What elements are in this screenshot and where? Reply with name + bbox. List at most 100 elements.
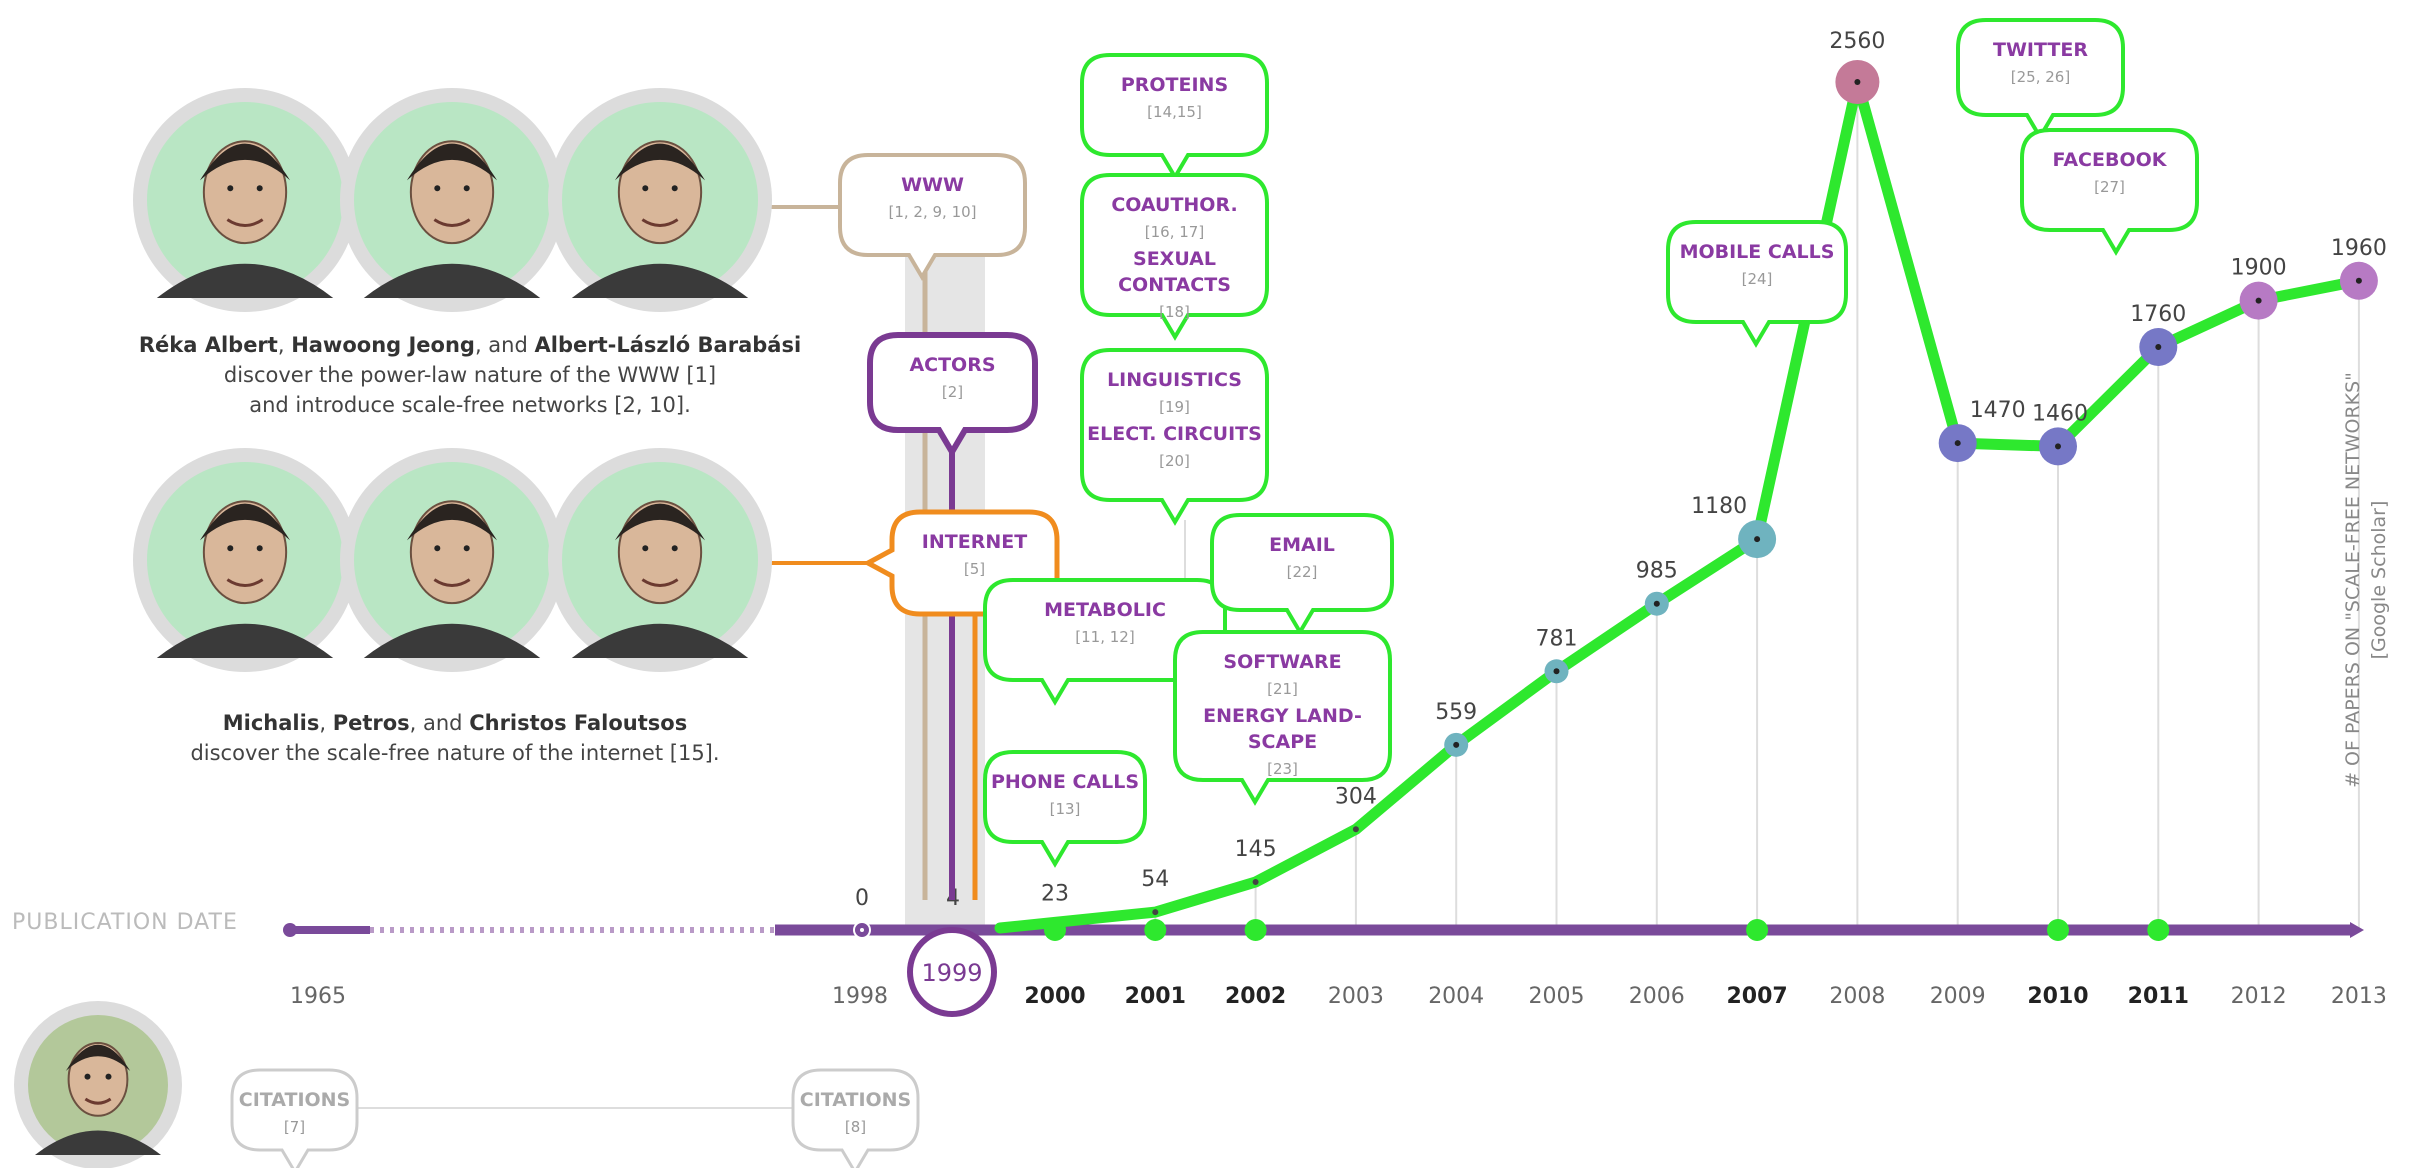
portrait-michalis-faloutsos-eye-r <box>256 545 263 552</box>
portrait-1965-author-mouth <box>84 1097 112 1105</box>
y-axis-label-line2: [Google Scholar] <box>2368 500 2390 660</box>
callout-software-text-1: [21] <box>1267 680 1298 698</box>
data-point-2003 <box>1352 826 1359 833</box>
data-point-center-2010 <box>2055 443 2061 450</box>
callout-shape-proteins <box>1080 53 1269 181</box>
callout-citations-1965-text-0: CITATIONS <box>239 1089 351 1111</box>
year-label-2003: 2003 <box>1328 984 1384 1009</box>
portrait-reka-albert-mouth <box>226 218 264 227</box>
callout-linguistics-text-0: LINGUISTICS <box>1107 369 1242 391</box>
portrait-michalis-faloutsos <box>133 448 357 672</box>
internet-caption-line2: discover the scale-free nature of the in… <box>190 741 720 765</box>
value-label-2013: 1960 <box>2331 236 2387 261</box>
value-label-2005: 781 <box>1536 626 1578 651</box>
callout-software-text-0: SOFTWARE <box>1223 651 1341 673</box>
axis-dot-2002 <box>1244 919 1267 941</box>
portrait-1965-author-eye-l <box>84 1073 91 1080</box>
portrait-reka-albert <box>133 88 357 312</box>
callout-shape-email <box>1210 513 1394 636</box>
point-1998-center <box>860 928 864 932</box>
value-label-1998: 0 <box>855 886 869 911</box>
callout-software-text-4: [23] <box>1267 760 1298 778</box>
portrait-hawoong-jeong-eye-r <box>463 185 470 192</box>
callout-shape-software <box>1173 630 1392 806</box>
callout-twitter: TWITTER [25, 26] <box>1956 18 2125 141</box>
callout-linguistics: LINGUISTICS[19]ELECT. CIRCUITS[20] <box>1080 348 1269 526</box>
callout-citations-1965-text-1: [7] <box>284 1118 305 1136</box>
portrait-michalis-faloutsos-eye-l <box>227 545 234 552</box>
portrait-michalis-faloutsos-shoulders <box>156 623 334 658</box>
x-axis-label: PUBLICATION DATE <box>12 910 238 935</box>
year-1999-label: 1999 <box>921 959 982 987</box>
portrait-albert-laszlo-barabasi-shoulders <box>571 263 749 298</box>
portrait-albert-laszlo-barabasi-face <box>617 140 703 245</box>
portrait-hawoong-jeong-mouth <box>433 218 471 227</box>
portrait-reka-albert-shoulders <box>156 263 334 298</box>
axis-dot-2010 <box>2047 919 2069 941</box>
value-label-2009: 1470 <box>1970 398 2026 423</box>
callout-facebook-text-1: [27] <box>2094 178 2125 196</box>
data-point-center-2006 <box>1653 600 1660 607</box>
callout-phone-calls: PHONE CALLS[13] <box>983 750 1147 868</box>
portrait-1965-author-shoulders <box>35 1130 161 1155</box>
value-label-2006: 985 <box>1636 559 1678 584</box>
portrait-petros-faloutsos-shoulders <box>363 623 541 658</box>
portrait-michalis-faloutsos-face <box>202 500 288 605</box>
callout-citations-1998-text-1: [8] <box>845 1118 866 1136</box>
value-label-2010: 1460 <box>2032 401 2088 426</box>
portrait-christos-faloutsos-eye-l <box>642 545 649 552</box>
callout-linguistics-text-1: [19] <box>1159 398 1190 416</box>
callout-metabolic-text-1: [11, 12] <box>1075 628 1134 646</box>
callout-linguistics-text-2: ELECT. CIRCUITS <box>1087 423 1262 445</box>
portrait-hawoong-jeong <box>340 88 564 312</box>
portrait-hawoong-jeong-shoulders <box>363 263 541 298</box>
callout-mobile-calls-text-0: MOBILE CALLS <box>1680 241 1835 263</box>
axis-dot-2007 <box>1746 919 1769 941</box>
callout-software-text-2: ENERGY LAND- <box>1203 705 1362 727</box>
portrait-reka-albert-hair <box>199 143 291 181</box>
value-label-2000: 23 <box>1041 881 1069 906</box>
portrait-christos-faloutsos-shoulders <box>571 623 749 658</box>
portrait-petros-faloutsos-face <box>409 500 495 605</box>
value-label-2007: 1180 <box>1691 494 1747 519</box>
portrait-1965-author-face <box>67 1042 129 1117</box>
point-1965 <box>283 923 297 937</box>
year-label-2002: 2002 <box>1225 984 1286 1009</box>
year-label-2010: 2010 <box>2027 984 2088 1009</box>
callout-shape-mobile-calls <box>1666 220 1848 348</box>
portrait-christos-faloutsos-eye-r <box>671 545 678 552</box>
portrait-albert-laszlo-barabasi-eye-l <box>642 185 649 192</box>
year-label-2011: 2011 <box>2128 984 2189 1009</box>
callout-email-text-0: EMAIL <box>1269 534 1335 556</box>
callout-shape-twitter <box>1956 18 2125 141</box>
callout-shape-coauthor <box>1080 173 1269 341</box>
callout-www-text-0: WWW <box>901 174 964 196</box>
callout-software: SOFTWARE[21]ENERGY LAND-SCAPE[23] <box>1173 630 1392 806</box>
callout-citations-1998-text-0: CITATIONS <box>800 1089 912 1111</box>
year-label-2013: 2013 <box>2331 984 2387 1009</box>
data-point-2001 <box>1152 909 1159 916</box>
portrait-albert-laszlo-barabasi-hair <box>614 143 706 181</box>
callout-proteins-text-0: PROTEINS <box>1121 74 1228 96</box>
value-label-2012: 1900 <box>2231 256 2287 281</box>
www-caption-line1: Réka Albert, Hawoong Jeong, and Albert-L… <box>138 333 802 357</box>
callout-internet-text-1: [5] <box>964 560 985 578</box>
axis-dot-2001 <box>1144 919 1167 941</box>
www-caption-line2: discover the power-law nature of the WWW… <box>223 363 717 387</box>
value-label-2004: 559 <box>1435 700 1477 725</box>
value-label-2008: 2560 <box>1829 29 1885 54</box>
callout-coauthor-text-0: COAUTHOR. <box>1111 194 1237 216</box>
callout-twitter-text-1: [25, 26] <box>2011 68 2070 86</box>
callout-twitter-text-0: TWITTER <box>1993 39 2088 61</box>
portrait-christos-faloutsos <box>548 448 772 672</box>
y-axis-label: # OF PAPERS ON "SCALE-FREE NETWORKS" [Go… <box>2340 300 2392 860</box>
callout-actors-text-0: ACTORS <box>909 354 995 376</box>
callout-coauthor-text-3: CONTACTS <box>1118 274 1231 296</box>
portrait-hawoong-jeong-eye-l <box>434 185 441 192</box>
callout-www-text-1: [1, 2, 9, 10] <box>888 203 976 221</box>
portrait-1965-author <box>14 1001 182 1169</box>
year-label-2007: 2007 <box>1726 984 1787 1009</box>
year-label-1965: 1965 <box>290 984 346 1009</box>
